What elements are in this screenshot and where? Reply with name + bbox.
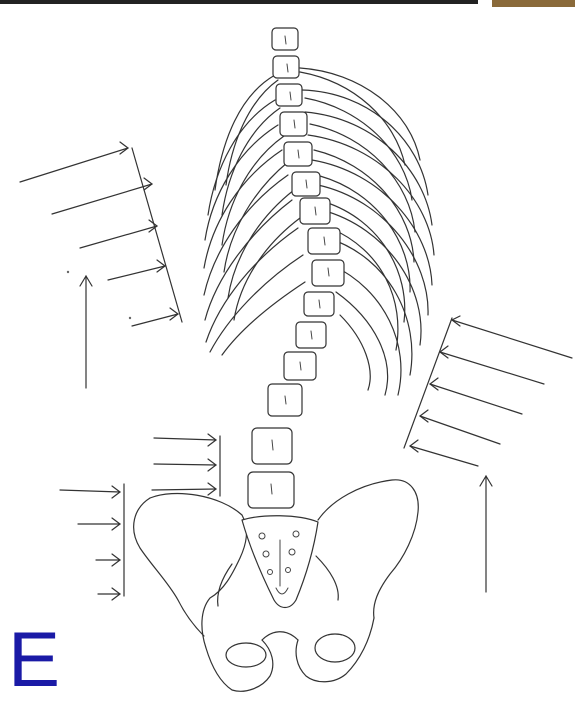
vertebral-column [248, 28, 344, 508]
pelvic-left-force-arrows [60, 484, 124, 600]
lumbar-right-force-arrows [404, 316, 572, 592]
stray-marks [67, 271, 131, 319]
panel-label: E [8, 620, 60, 698]
pelvis [134, 480, 419, 691]
lower-lumbar-force-arrows [152, 434, 220, 496]
top-border [0, 0, 575, 7]
thoracic-left-force-arrows [20, 142, 182, 388]
